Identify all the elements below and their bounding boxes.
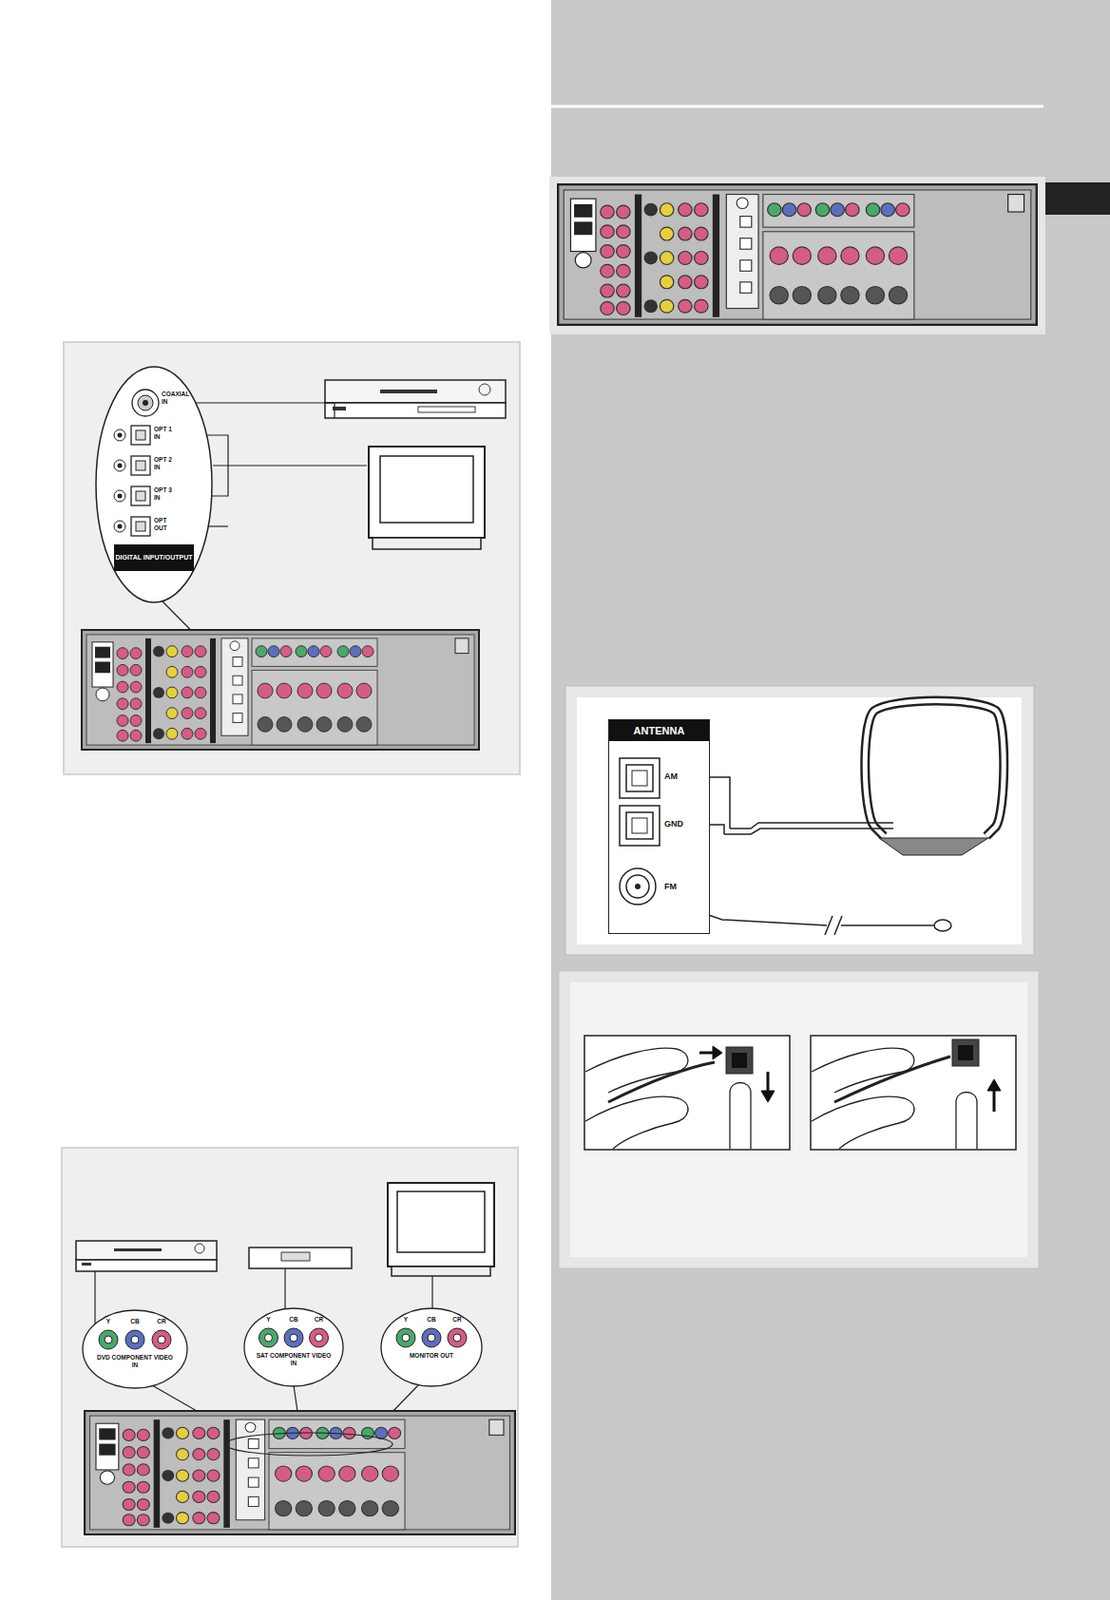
shape-outline: [618, 862, 703, 911]
jack-letter: CR: [452, 1317, 461, 1324]
shape-outline: [112, 514, 194, 539]
panel-title: ANTENNA: [609, 720, 709, 742]
shape-outline: [112, 422, 194, 448]
jack-label: OPT OUT: [153, 516, 177, 533]
jack-letter: CB: [426, 1317, 436, 1324]
jack-letter: Y: [403, 1317, 408, 1324]
jack-label: DVD COMPONENT VIDEO IN: [93, 1354, 177, 1370]
jack-letter: CB: [130, 1319, 139, 1326]
antenna-panel: ANTENNA AM GND FM: [608, 719, 710, 935]
shape-outline: [618, 756, 703, 801]
optical-jack: OPT OUT: [112, 514, 194, 539]
shape-outline: [112, 483, 194, 509]
jack-label: OPT 3 IN: [153, 486, 177, 502]
shape-outline: [112, 453, 194, 479]
jack-label: SAT COMPONENT VIDEO IN: [254, 1352, 333, 1368]
coaxial-jack: COAXIAL IN: [129, 386, 196, 420]
shape-outline: [618, 803, 703, 848]
jack-letter: CR: [156, 1319, 166, 1326]
jack-letter: Y: [106, 1319, 111, 1326]
gnd-terminal: GND: [618, 803, 703, 848]
jack-label: OPT 2 IN: [153, 456, 177, 472]
panel-title: DIGITAL INPUT/OUTPUT: [114, 544, 194, 572]
jack-letter: Y: [266, 1317, 270, 1324]
jack-letter: CR: [314, 1317, 324, 1324]
digital-panel-oval: DIGITAL INPUT/OUTPUT COAXIAL IN OPT 1 IN OP…: [95, 365, 213, 604]
jack-label: AM: [664, 771, 678, 782]
optical-jack: OPT 3 IN: [112, 483, 194, 509]
jack-label: OPT 1 IN: [153, 425, 177, 441]
jack-label: COAXIAL IN: [161, 390, 192, 406]
optical-jack: OPT 1 IN: [112, 422, 194, 448]
jack-label: MONITOR OUT: [391, 1352, 472, 1360]
jack-label: FM: [664, 881, 677, 892]
jack-label: GND: [664, 819, 684, 829]
fm-jack: FM: [618, 862, 703, 911]
optical-jack: OPT 2 IN: [112, 453, 194, 479]
am-terminal: AM: [618, 756, 703, 801]
jack-letter: CB: [288, 1317, 298, 1324]
